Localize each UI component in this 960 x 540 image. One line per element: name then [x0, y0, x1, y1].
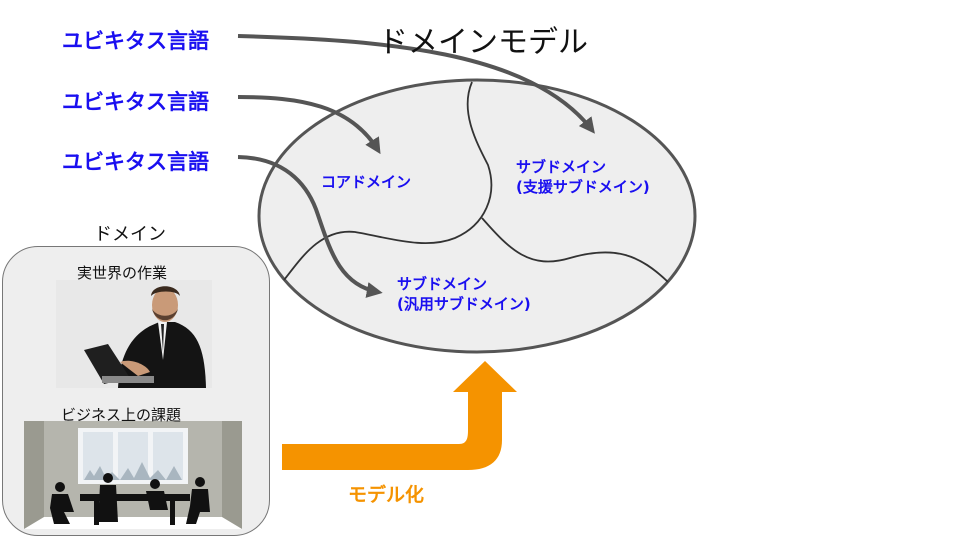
language-arrow-1 [237, 34, 595, 134]
domain-heading: ドメイン [94, 224, 166, 245]
language-arrow-3 [237, 155, 383, 298]
generic-subdomain-title: サブドメイン [397, 275, 488, 293]
supporting-subdomain-title: サブドメイン [516, 158, 607, 176]
core-domain-label: コアドメイン [321, 173, 412, 191]
ubiquitous-language-label-3: ユビキタス言語 [62, 150, 209, 174]
ubiquitous-language-label-2: ユビキタス言語 [62, 90, 209, 114]
supporting-subdomain-label: サブドメイン (支援サブドメイン) [516, 157, 650, 197]
diagram-title: ドメインモデル [378, 25, 588, 60]
supporting-subdomain-note: (支援サブドメイン) [516, 178, 650, 196]
generic-subdomain-note: (汎用サブドメイン) [397, 295, 531, 313]
domain-box [2, 246, 270, 536]
language-arrow-2 [237, 95, 381, 155]
boundary-line-top [283, 81, 493, 281]
modeling-label: モデル化 [348, 484, 425, 506]
business-problem-caption: ビジネス上の課題 [61, 406, 182, 424]
modeling-arrow [282, 361, 517, 470]
real-world-work-caption: 実世界の作業 [77, 264, 168, 282]
generic-subdomain-label: サブドメイン (汎用サブドメイン) [397, 274, 531, 314]
ubiquitous-language-label-1: ユビキタス言語 [62, 29, 209, 53]
boundary-line-right [481, 217, 669, 283]
